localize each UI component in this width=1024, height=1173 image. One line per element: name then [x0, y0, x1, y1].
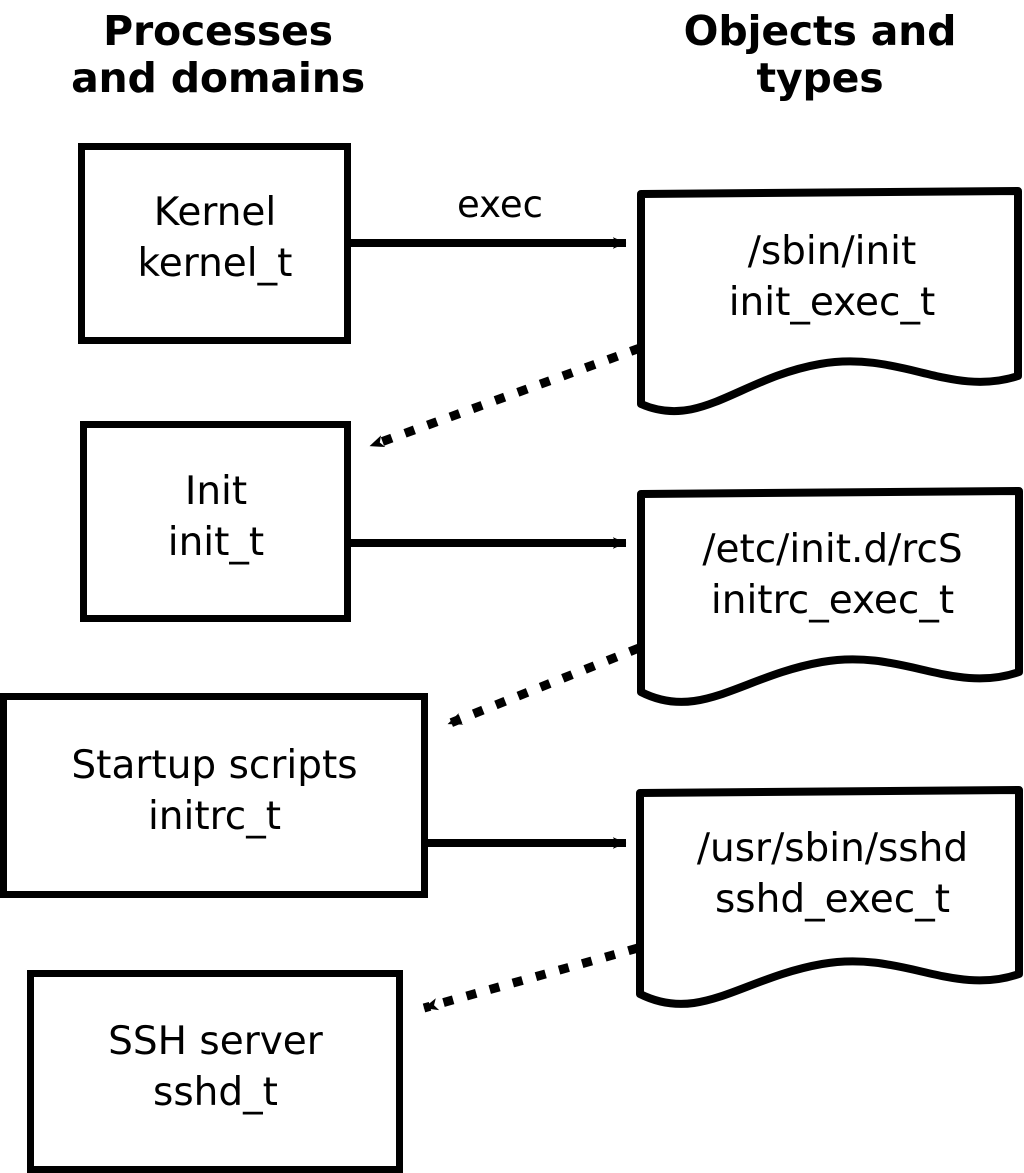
process-box-init: [80, 421, 351, 622]
edge-label-exec: exec: [457, 183, 543, 226]
column-heading-processes: Processes and domains: [71, 7, 365, 102]
process-box-kernel: [78, 143, 351, 344]
edge-sshd-exec-transition-sshd: [422, 943, 640, 1013]
object-doc-initrc-exec: [637, 487, 1023, 706]
column-heading-objects: Objects and types: [683, 7, 957, 102]
process-box-initrc: [0, 693, 428, 898]
object-doc-sshd-exec: [636, 786, 1023, 1008]
process-box-sshd: [27, 970, 403, 1173]
object-doc-init-exec: [637, 187, 1022, 416]
edge-init-exec-transition-init: [368, 343, 642, 451]
edge-initrc-exec-transition-initrc: [446, 643, 641, 729]
